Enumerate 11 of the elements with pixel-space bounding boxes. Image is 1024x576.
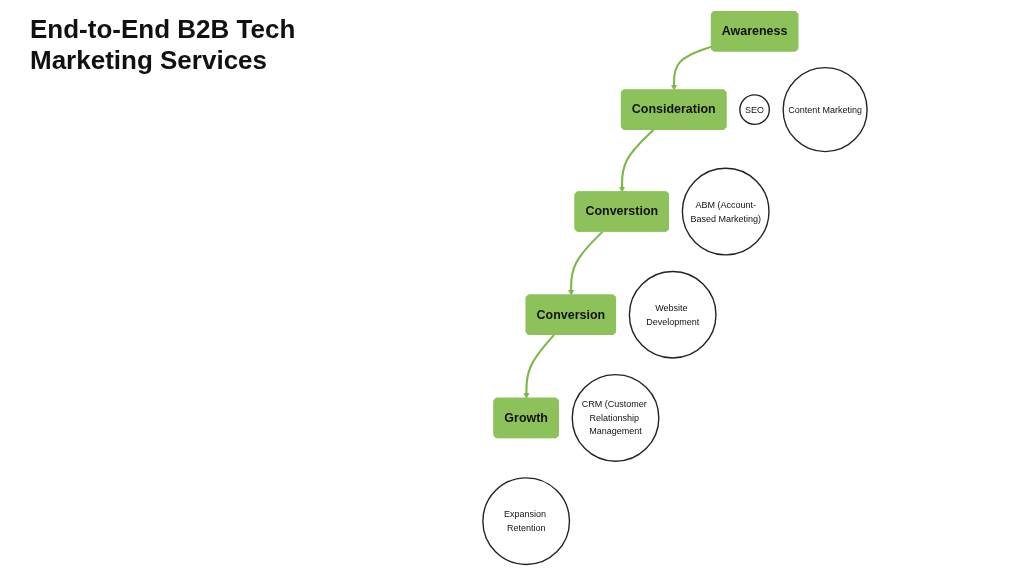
arrow — [568, 230, 604, 296]
node-circle: Expansion Retention — [482, 477, 571, 566]
arrow — [523, 334, 555, 399]
title: End-to-End B2B Tech Marketing Services — [30, 14, 297, 76]
node-circle: CRM (Customer Relationship Management — [571, 373, 660, 462]
arrow — [670, 45, 713, 91]
node-circle: Website Development — [628, 270, 717, 359]
node-circle: ABM (Account-Based Marketing) — [681, 167, 770, 256]
node-circle: SEO — [739, 94, 770, 126]
arrow — [619, 128, 655, 193]
node-circle: Content Marketing — [782, 66, 868, 153]
